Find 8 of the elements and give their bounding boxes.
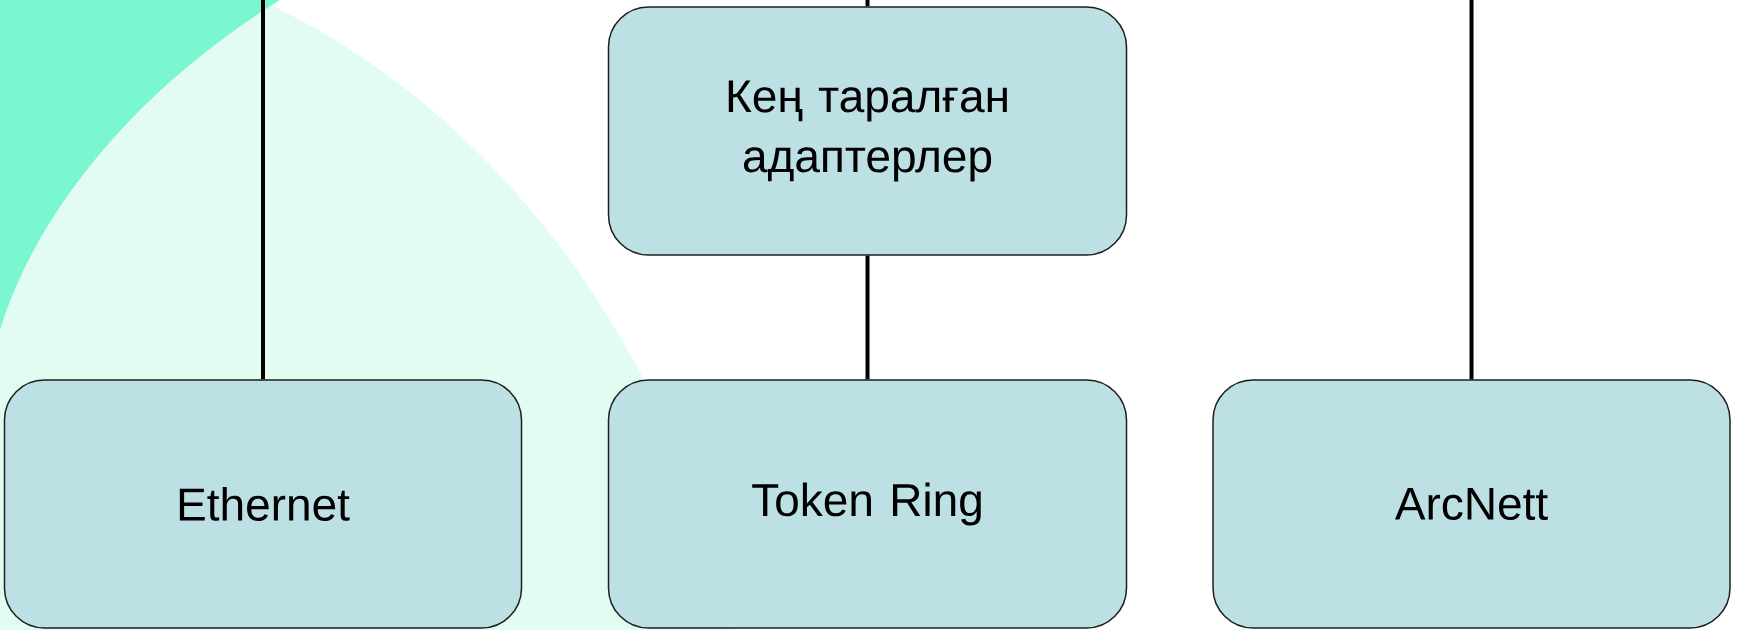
process-box: Ethernet <box>3 379 523 629</box>
process-box: Token Ring <box>607 379 1128 629</box>
connector-line <box>1469 0 1474 380</box>
connector-line <box>261 0 265 380</box>
process-box: ArcNett <box>1212 379 1731 629</box>
process-box: Кең таралған адаптерлер <box>607 6 1128 256</box>
connector-line <box>865 0 870 7</box>
connector-line <box>865 255 870 380</box>
